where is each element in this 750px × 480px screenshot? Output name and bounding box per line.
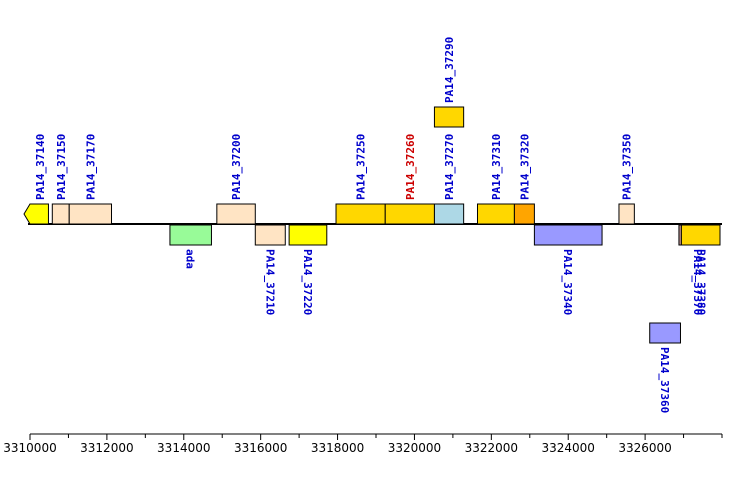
gene-pa14-37140[interactable]: PA14_37140 bbox=[23, 134, 49, 225]
gene-box[interactable] bbox=[618, 203, 635, 225]
gene-box[interactable] bbox=[513, 203, 535, 225]
gene-box[interactable] bbox=[254, 224, 286, 246]
gene-box[interactable] bbox=[68, 203, 113, 225]
tick-label: 3324000 bbox=[541, 441, 594, 455]
gene-label: ada bbox=[184, 249, 197, 269]
gene-pa14-37250[interactable]: PA14_37250 bbox=[335, 134, 386, 225]
gene-label: PA14_37320 bbox=[518, 134, 531, 200]
gene-pa14-37270[interactable]: PA14_37270 bbox=[433, 134, 465, 225]
coordinate-axis: 3310000 3312000 3314000 3316000 3318000 33200… bbox=[3, 433, 723, 455]
gene-ada[interactable]: ada bbox=[169, 224, 212, 269]
gene-label: PA14_37290 bbox=[443, 37, 456, 103]
gene-pa14-37310[interactable]: PA14_37310 bbox=[476, 134, 515, 225]
gene-box[interactable] bbox=[476, 203, 515, 225]
gene-label: PA14_37140 bbox=[34, 134, 47, 200]
gene-pa14-37340[interactable]: PA14_37340 bbox=[533, 224, 603, 315]
tick-label: 3322000 bbox=[465, 441, 518, 455]
tick-label: 3326000 bbox=[618, 441, 671, 455]
gene-pa14-37220[interactable]: PA14_37220 bbox=[288, 224, 328, 315]
gene-label: PA14_37210 bbox=[263, 249, 276, 315]
gene-pa14-37320[interactable]: PA14_37320 bbox=[513, 134, 535, 225]
gene-label: PA14_37270 bbox=[443, 134, 456, 200]
tick-label: 3316000 bbox=[234, 441, 287, 455]
gene-label: PA14_37340 bbox=[561, 249, 574, 315]
gene-pa14-37380[interactable]: PA14_37380 bbox=[680, 224, 721, 315]
gene-box[interactable] bbox=[288, 224, 328, 246]
gene-box[interactable] bbox=[680, 224, 721, 246]
tick-label: 3310000 bbox=[3, 441, 56, 455]
gene-pa14-37360[interactable]: PA14_37360 bbox=[649, 322, 681, 413]
tick-label: 3312000 bbox=[80, 441, 133, 455]
gene-pa14-37260[interactable]: PA14_37260 bbox=[384, 134, 435, 225]
gene-label: PA14_37200 bbox=[230, 134, 243, 200]
gene-label: PA14_37260 bbox=[404, 134, 417, 200]
tick-label: 3320000 bbox=[388, 441, 441, 455]
gene-label: PA14_37150 bbox=[55, 134, 68, 200]
gene-label: PA14_37350 bbox=[621, 134, 634, 200]
gene-box[interactable] bbox=[384, 203, 435, 225]
gene-label: PA14_37360 bbox=[658, 347, 671, 413]
tick-label: 3314000 bbox=[157, 441, 210, 455]
gene-box[interactable] bbox=[216, 203, 256, 225]
gene-label: PA14_37310 bbox=[490, 134, 503, 200]
gene-box[interactable] bbox=[335, 203, 386, 225]
gene-label: PA14_37220 bbox=[301, 249, 314, 315]
tick-label: 3318000 bbox=[311, 441, 364, 455]
gene-pa14-37350[interactable]: PA14_37350 bbox=[618, 134, 635, 225]
gene-box[interactable] bbox=[51, 203, 70, 225]
gene-pa14-37170[interactable]: PA14_37170 bbox=[68, 134, 113, 225]
gene-box[interactable] bbox=[649, 322, 681, 344]
gene-label: PA14_37370 bbox=[691, 249, 704, 315]
gene-pa14-37210[interactable]: PA14_37210 bbox=[254, 224, 286, 315]
gene-box[interactable] bbox=[23, 203, 49, 225]
gene-box[interactable] bbox=[433, 106, 465, 128]
gene-pa14-37290[interactable]: PA14_37290 bbox=[433, 37, 465, 128]
gene-box[interactable] bbox=[433, 203, 465, 225]
gene-box[interactable] bbox=[533, 224, 603, 246]
gene-label: PA14_37380 bbox=[695, 249, 708, 315]
gene-box[interactable] bbox=[169, 224, 212, 246]
gene-pa14-37150[interactable]: PA14_37150 bbox=[51, 134, 70, 225]
gene-pa14-37200[interactable]: PA14_37200 bbox=[216, 134, 256, 225]
gene-label: PA14_37170 bbox=[84, 134, 97, 200]
gene-label: PA14_37250 bbox=[355, 134, 368, 200]
